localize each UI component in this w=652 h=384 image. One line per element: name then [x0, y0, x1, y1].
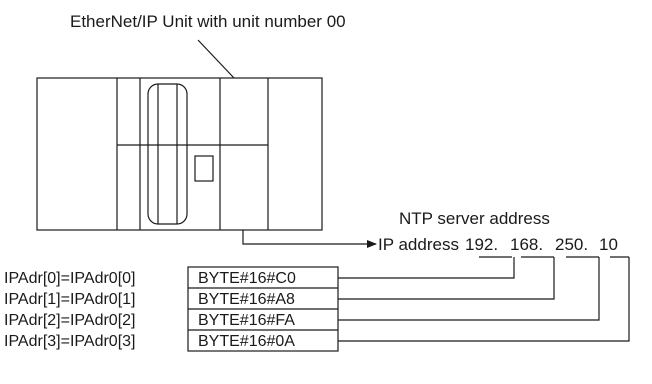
caption-leader-line	[197, 39, 235, 79]
plc-rack	[36, 77, 323, 231]
assign-row-1: IPAdr[1]=IPAdr0[1]	[4, 291, 135, 308]
byte-value-1: BYTE#16#A8	[198, 291, 295, 308]
unit-caption: EtherNet/IP Unit with unit number 00	[70, 12, 346, 31]
ip-octet-1: 168.	[510, 235, 543, 254]
connector-lines	[338, 257, 630, 342]
ntp-server-label: NTP server address	[399, 209, 550, 228]
connector-0	[338, 257, 515, 279]
ip-octet-0: 192.	[465, 235, 498, 254]
rack-outline	[36, 77, 323, 231]
ip-octet-2: 250.	[555, 235, 588, 254]
ip-octet-3: 10	[599, 235, 618, 254]
assign-row-0: IPAdr[0]=IPAdr0[0]	[4, 270, 135, 287]
byte-value-0: BYTE#16#C0	[198, 270, 296, 287]
connector-2	[338, 257, 600, 321]
byte-rows: IPAdr[0]=IPAdr0[0] IPAdr[1]=IPAdr0[1] IP…	[4, 266, 339, 352]
byte-value-2: BYTE#16#FA	[198, 312, 295, 329]
connector-3	[338, 257, 630, 342]
ip-address-label: IP address	[378, 235, 459, 254]
assign-row-3: IPAdr[3]=IPAdr0[3]	[4, 333, 135, 350]
connector-slot	[147, 83, 188, 225]
assign-row-2: IPAdr[2]=IPAdr0[2]	[4, 312, 135, 329]
display-window	[194, 155, 214, 182]
byte-value-3: BYTE#16#0A	[198, 333, 295, 350]
unit-to-ntp-arrow	[242, 230, 377, 248]
connector-1	[338, 257, 555, 300]
